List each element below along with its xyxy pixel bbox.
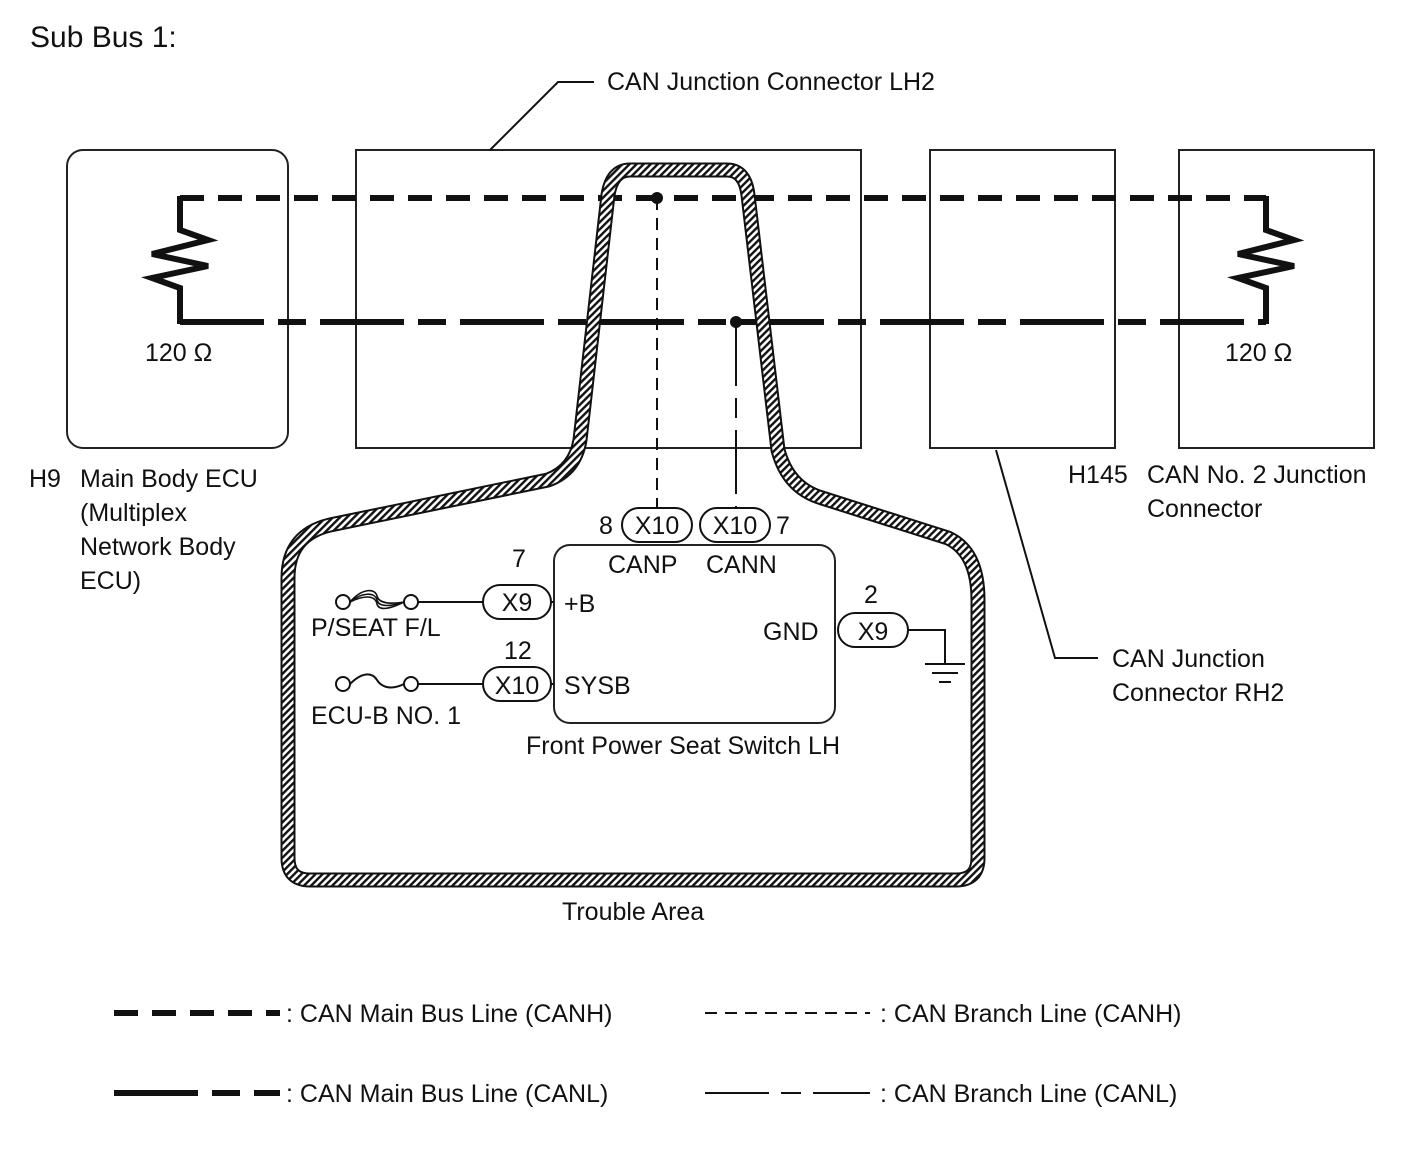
h9-code: H9 (29, 465, 61, 493)
trouble-area-label: Trouble Area (562, 898, 704, 926)
h145-name-line-2: Connector (1147, 495, 1262, 523)
pseat-fuse-right-terminal (403, 594, 419, 610)
terminal-cann: CANN (706, 551, 777, 579)
terminal-b: +B (564, 590, 595, 618)
right-resistor-value: 120 Ω (1225, 339, 1292, 367)
connector-label-gnd: X9 (858, 618, 889, 646)
rh2-label-line-1: CAN Junction (1112, 645, 1265, 673)
h9-name-line-3: Network Body (80, 533, 236, 561)
diagram-title: Sub Bus 1: (30, 21, 177, 54)
trouble-area-hatch (282, 164, 984, 886)
connector-label-cann: X10 (713, 512, 757, 540)
connector-x10-sysb (482, 666, 552, 702)
pseat-fusible-link-line-2 (349, 593, 405, 607)
left-resistor-value: 120 Ω (145, 339, 212, 367)
right-resistor-icon (1227, 196, 1305, 324)
fuse-label-pseat: P/SEAT F/L (311, 614, 441, 642)
pseat-fusible-link-line-3 (349, 596, 405, 610)
ecub-fuse-icon (349, 673, 405, 689)
canl-splice-dot (730, 316, 742, 328)
connector-x10-cann (699, 507, 771, 543)
terminal-gnd: GND (763, 618, 819, 646)
pin-number-b: 7 (512, 545, 526, 573)
lh2-connector-label: CAN Junction Connector LH2 (607, 68, 935, 96)
connector-x10-canp (621, 507, 693, 543)
pseat-fusible-link-icon (349, 589, 405, 604)
legend-main-canh: : CAN Main Bus Line (CANH) (286, 1000, 612, 1028)
left-resistor-icon (141, 196, 219, 324)
connector-label-canp: X10 (635, 512, 679, 540)
connector-x9-b (482, 584, 552, 620)
ecub-fuse-right-terminal (403, 676, 419, 692)
fuse-label-ecub: ECU-B NO. 1 (311, 702, 461, 730)
connector-label-b: X9 (502, 589, 533, 617)
ecub-fuse-left-terminal (335, 676, 351, 692)
connector-label-sysb: X10 (495, 672, 539, 700)
h9-name-line-4: ECU) (80, 567, 141, 595)
h145-name-line-1: CAN No. 2 Junction (1147, 461, 1367, 489)
lh2-leader-line (489, 81, 594, 151)
switch-name: Front Power Seat Switch LH (526, 732, 840, 760)
main-body-ecu-box (66, 149, 289, 449)
rh2-label-line-2: Connector RH2 (1112, 679, 1284, 707)
terminal-canp: CANP (608, 551, 677, 579)
ground-wire (908, 629, 946, 664)
legend-branch-canh: : CAN Branch Line (CANH) (880, 1000, 1181, 1028)
rh2-leader-line (995, 449, 1098, 659)
pin-number-cann: 7 (776, 512, 790, 540)
h9-name-line-2: (Multiplex (80, 499, 187, 527)
h9-name-line-1: Main Body ECU (80, 465, 258, 493)
pin-number-gnd: 2 (864, 581, 878, 609)
legend-branch-canl: : CAN Branch Line (CANL) (880, 1080, 1177, 1108)
legend-main-canl: : CAN Main Bus Line (CANL) (286, 1080, 608, 1108)
h145-code: H145 (1068, 461, 1128, 489)
can-junction-lh2-box (355, 149, 862, 449)
pin-number-sysb: 12 (504, 637, 532, 665)
pseat-fuse-left-terminal (335, 594, 351, 610)
terminal-sysb: SYSB (564, 672, 631, 700)
front-power-seat-switch-box (553, 544, 836, 724)
pin-number-canp: 8 (599, 512, 613, 540)
can-no2-junction-box (1178, 149, 1375, 449)
canh-splice-dot (651, 192, 663, 204)
can-junction-rh2-box (929, 149, 1116, 449)
